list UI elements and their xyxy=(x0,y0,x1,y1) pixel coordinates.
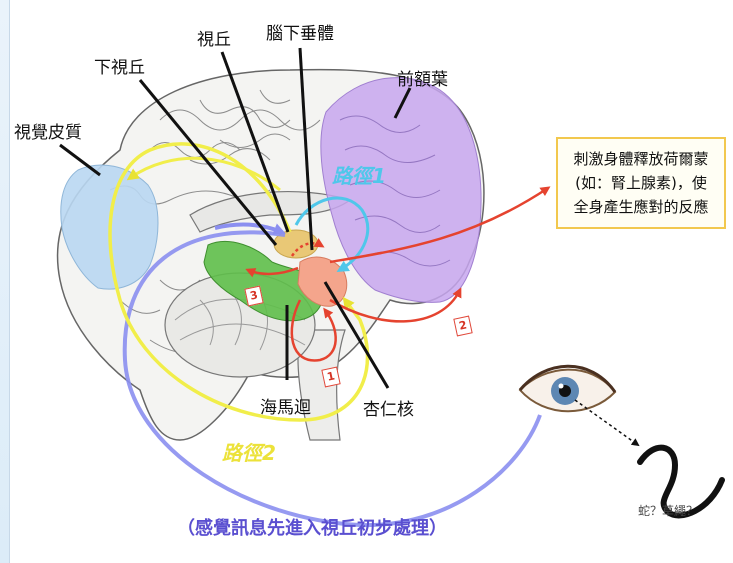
left-edge-strip xyxy=(0,0,10,563)
red-arrow-hypothalamus xyxy=(290,238,325,257)
info-line-3: 全身產生應對的反應 xyxy=(573,198,709,216)
hormone-info-box: 刺激身體釋放荷爾蒙 (如：腎上腺素)，使 全身產生應對的反應 xyxy=(556,137,726,229)
pointer-thalamus xyxy=(220,51,290,233)
snake-rope-icon xyxy=(637,444,725,519)
amygdala-region xyxy=(297,256,348,307)
blue-loop-path xyxy=(122,230,542,528)
badge-2: 2 xyxy=(453,315,473,337)
label-prefrontal: 前額葉 xyxy=(397,70,448,90)
caption-text: （感覺訊息先進入視丘初步處理） xyxy=(177,518,447,539)
label-hypothalamus: 下視丘 xyxy=(94,58,145,78)
pointer-prefrontal xyxy=(393,87,412,119)
pointer-amygdala xyxy=(323,281,390,389)
eye-icon xyxy=(518,364,617,413)
pointer-pituitary xyxy=(298,47,314,251)
info-line-1: 刺激身體釋放荷爾蒙 xyxy=(573,150,709,168)
pointer-visual-cortex xyxy=(59,143,101,177)
hippocampus-region xyxy=(203,240,324,322)
pointer-hypothalamus xyxy=(138,79,278,246)
snake-question-label: 蛇？草繩？ xyxy=(638,504,699,518)
eye-sight-line xyxy=(574,399,640,447)
path2-arrow-to-visual-cortex xyxy=(126,156,281,192)
badge-1: 1 xyxy=(321,366,341,388)
prefrontal-region xyxy=(320,77,482,303)
left-edge-line xyxy=(9,0,10,563)
path1-arrow xyxy=(294,196,370,273)
label-visual-cortex: 視覺皮質 xyxy=(14,123,82,143)
blue-arrow-to-thalamus xyxy=(214,222,286,235)
red-arrow-to-infobox xyxy=(329,186,551,264)
label-path2: 路徑2 xyxy=(222,441,276,465)
label-path1: 路徑1 xyxy=(332,164,386,188)
info-line-2: (如：腎上腺素)，使 xyxy=(575,174,707,192)
path2-loop xyxy=(108,142,370,422)
label-hippocampus: 海馬迴 xyxy=(260,398,311,418)
red-arrow-to-hippocampus xyxy=(245,266,299,278)
label-thalamus: 視丘 xyxy=(197,30,231,50)
label-pituitary: 腦下垂體 xyxy=(266,24,334,44)
badge-3: 3 xyxy=(244,285,264,307)
red-arrow-loop-right xyxy=(329,287,462,323)
red-arrow-loop-bottom xyxy=(290,299,337,362)
label-amygdala: 杏仁核 xyxy=(363,400,414,420)
